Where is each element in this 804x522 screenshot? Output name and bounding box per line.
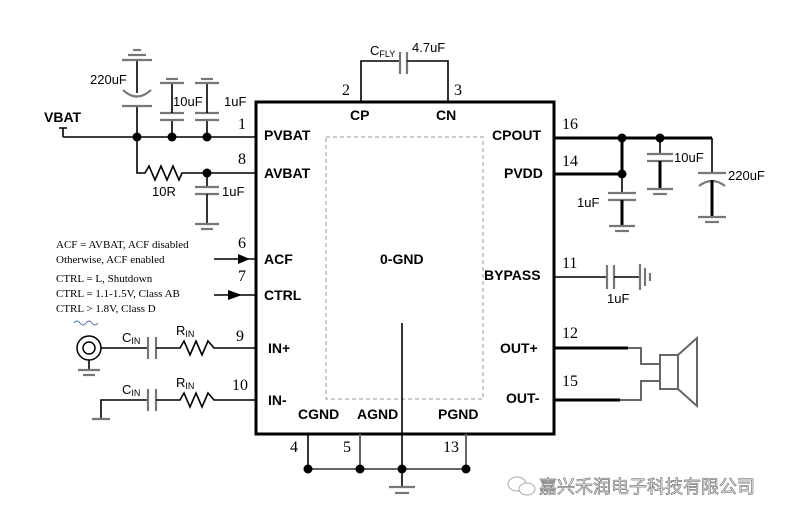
pin-num-3: 3 [454, 82, 462, 99]
pin-label-pvbat: PVBAT [264, 127, 311, 143]
cap-value-220uf: 220uF [90, 72, 127, 87]
pin-label-in-minus: IN- [268, 392, 287, 408]
capacitor-vbat-10uf [160, 77, 184, 137]
cap-value-cpout-10uf: 10uF [674, 150, 704, 165]
resistor-10r [136, 137, 256, 183]
ground-symbol [389, 469, 415, 495]
pin-num-16: 16 [562, 116, 578, 133]
pin-num-15: 15 [562, 373, 578, 390]
input-coupling-minus [92, 389, 256, 421]
capacitor-cfly [360, 52, 449, 102]
pin-num-6: 6 [238, 235, 246, 252]
vbat-label: VBAT [44, 109, 82, 125]
pin-label-pvdd: PVDD [504, 165, 543, 181]
pin-label-cpout: CPOUT [492, 127, 541, 143]
cfly-value: 4.7uF [412, 40, 445, 55]
pin-num-7: 7 [238, 268, 246, 285]
junction-dot [461, 464, 471, 474]
cap-value-avbat-1uf: 1uF [222, 184, 244, 199]
pin-label-cgnd: CGND [298, 406, 339, 422]
pin-num-12: 12 [562, 325, 578, 342]
capacitor-bypass [554, 264, 652, 290]
cin-minus-label: CIN [122, 382, 140, 398]
capacitor-avbat-1uf [195, 173, 219, 231]
cap-value-pvdd-1uf: 1uF [577, 195, 599, 210]
junction-dot [303, 464, 313, 474]
speaker-icon [554, 335, 698, 409]
pin-num-14: 14 [562, 153, 578, 170]
pin-num-13: 13 [443, 439, 459, 456]
pin-num-2: 2 [342, 82, 350, 99]
resistor-value-10r: 10R [152, 184, 176, 199]
chip-body [254, 100, 556, 436]
acf-input-arrow [214, 254, 256, 264]
junction-dot [617, 133, 627, 143]
pin-num-9: 9 [236, 328, 244, 345]
vbat-terminal [59, 127, 67, 137]
audio-source-icon [73, 320, 102, 377]
junction-dot [355, 464, 365, 474]
cin-plus-label: CIN [122, 330, 140, 346]
ctrl-note-line-2: CTRL = 1.1-1.5V, Class AB [56, 288, 180, 300]
pin-num-11: 11 [562, 255, 577, 272]
pin-label-cn: CN [436, 107, 456, 123]
rin-plus-label: RIN [176, 323, 194, 339]
cap-value-1uf: 1uF [224, 94, 246, 109]
ctrl-input-arrow [214, 290, 256, 300]
capacitor-cpout-10uf [647, 138, 673, 196]
pin-label-in-plus: IN+ [268, 340, 290, 356]
watermark-text: 嘉兴禾润电子科技有限公司 [539, 477, 755, 498]
cap-value-10uf: 10uF [173, 94, 203, 109]
pin-label-bypass: BYPASS [484, 267, 541, 283]
pin-label-agnd: AGND [357, 406, 398, 422]
pin-num-1: 1 [238, 116, 246, 133]
cap-value-bypass: 1uF [607, 291, 629, 306]
pin-label-out-plus: OUT+ [500, 340, 538, 356]
pin-num-4: 4 [290, 439, 298, 456]
ground-pad-outline [325, 136, 484, 400]
pin-label-acf: ACF [264, 251, 293, 267]
pin-num-5: 5 [343, 439, 351, 456]
input-coupling-plus [101, 337, 256, 359]
pin-label-pgnd: PGND [438, 406, 478, 422]
ctrl-note-line-1: CTRL = L, Shutdown [56, 273, 153, 285]
ctrl-note-line-3: CTRL > 1.8V, Class D [56, 303, 156, 315]
rin-minus-label: RIN [176, 375, 194, 391]
pin-label-avbat: AVBAT [264, 165, 311, 181]
cap-value-cpout-220uf: 220uF [728, 168, 765, 183]
cfly-name: CFLY [370, 43, 395, 59]
wechat-icon [507, 476, 536, 496]
pin-label-ctrl: CTRL [264, 287, 302, 303]
acf-note-line-2: Otherwise, ACF enabled [56, 254, 165, 266]
acf-note-line-1: ACF = AVBAT, ACF disabled [56, 239, 189, 251]
pin-label-out-minus: OUT- [506, 390, 540, 406]
capacitor-cpout-220uf [698, 138, 726, 224]
capacitor-vbat-220uf [122, 48, 152, 137]
center-label: 0-GND [380, 251, 424, 267]
pin-label-cp: CP [350, 107, 369, 123]
capacitor-pvdd-1uf [608, 174, 636, 233]
capacitor-vbat-1uf [195, 77, 219, 137]
pin-num-10: 10 [232, 377, 248, 394]
pin-num-8: 8 [238, 151, 246, 168]
